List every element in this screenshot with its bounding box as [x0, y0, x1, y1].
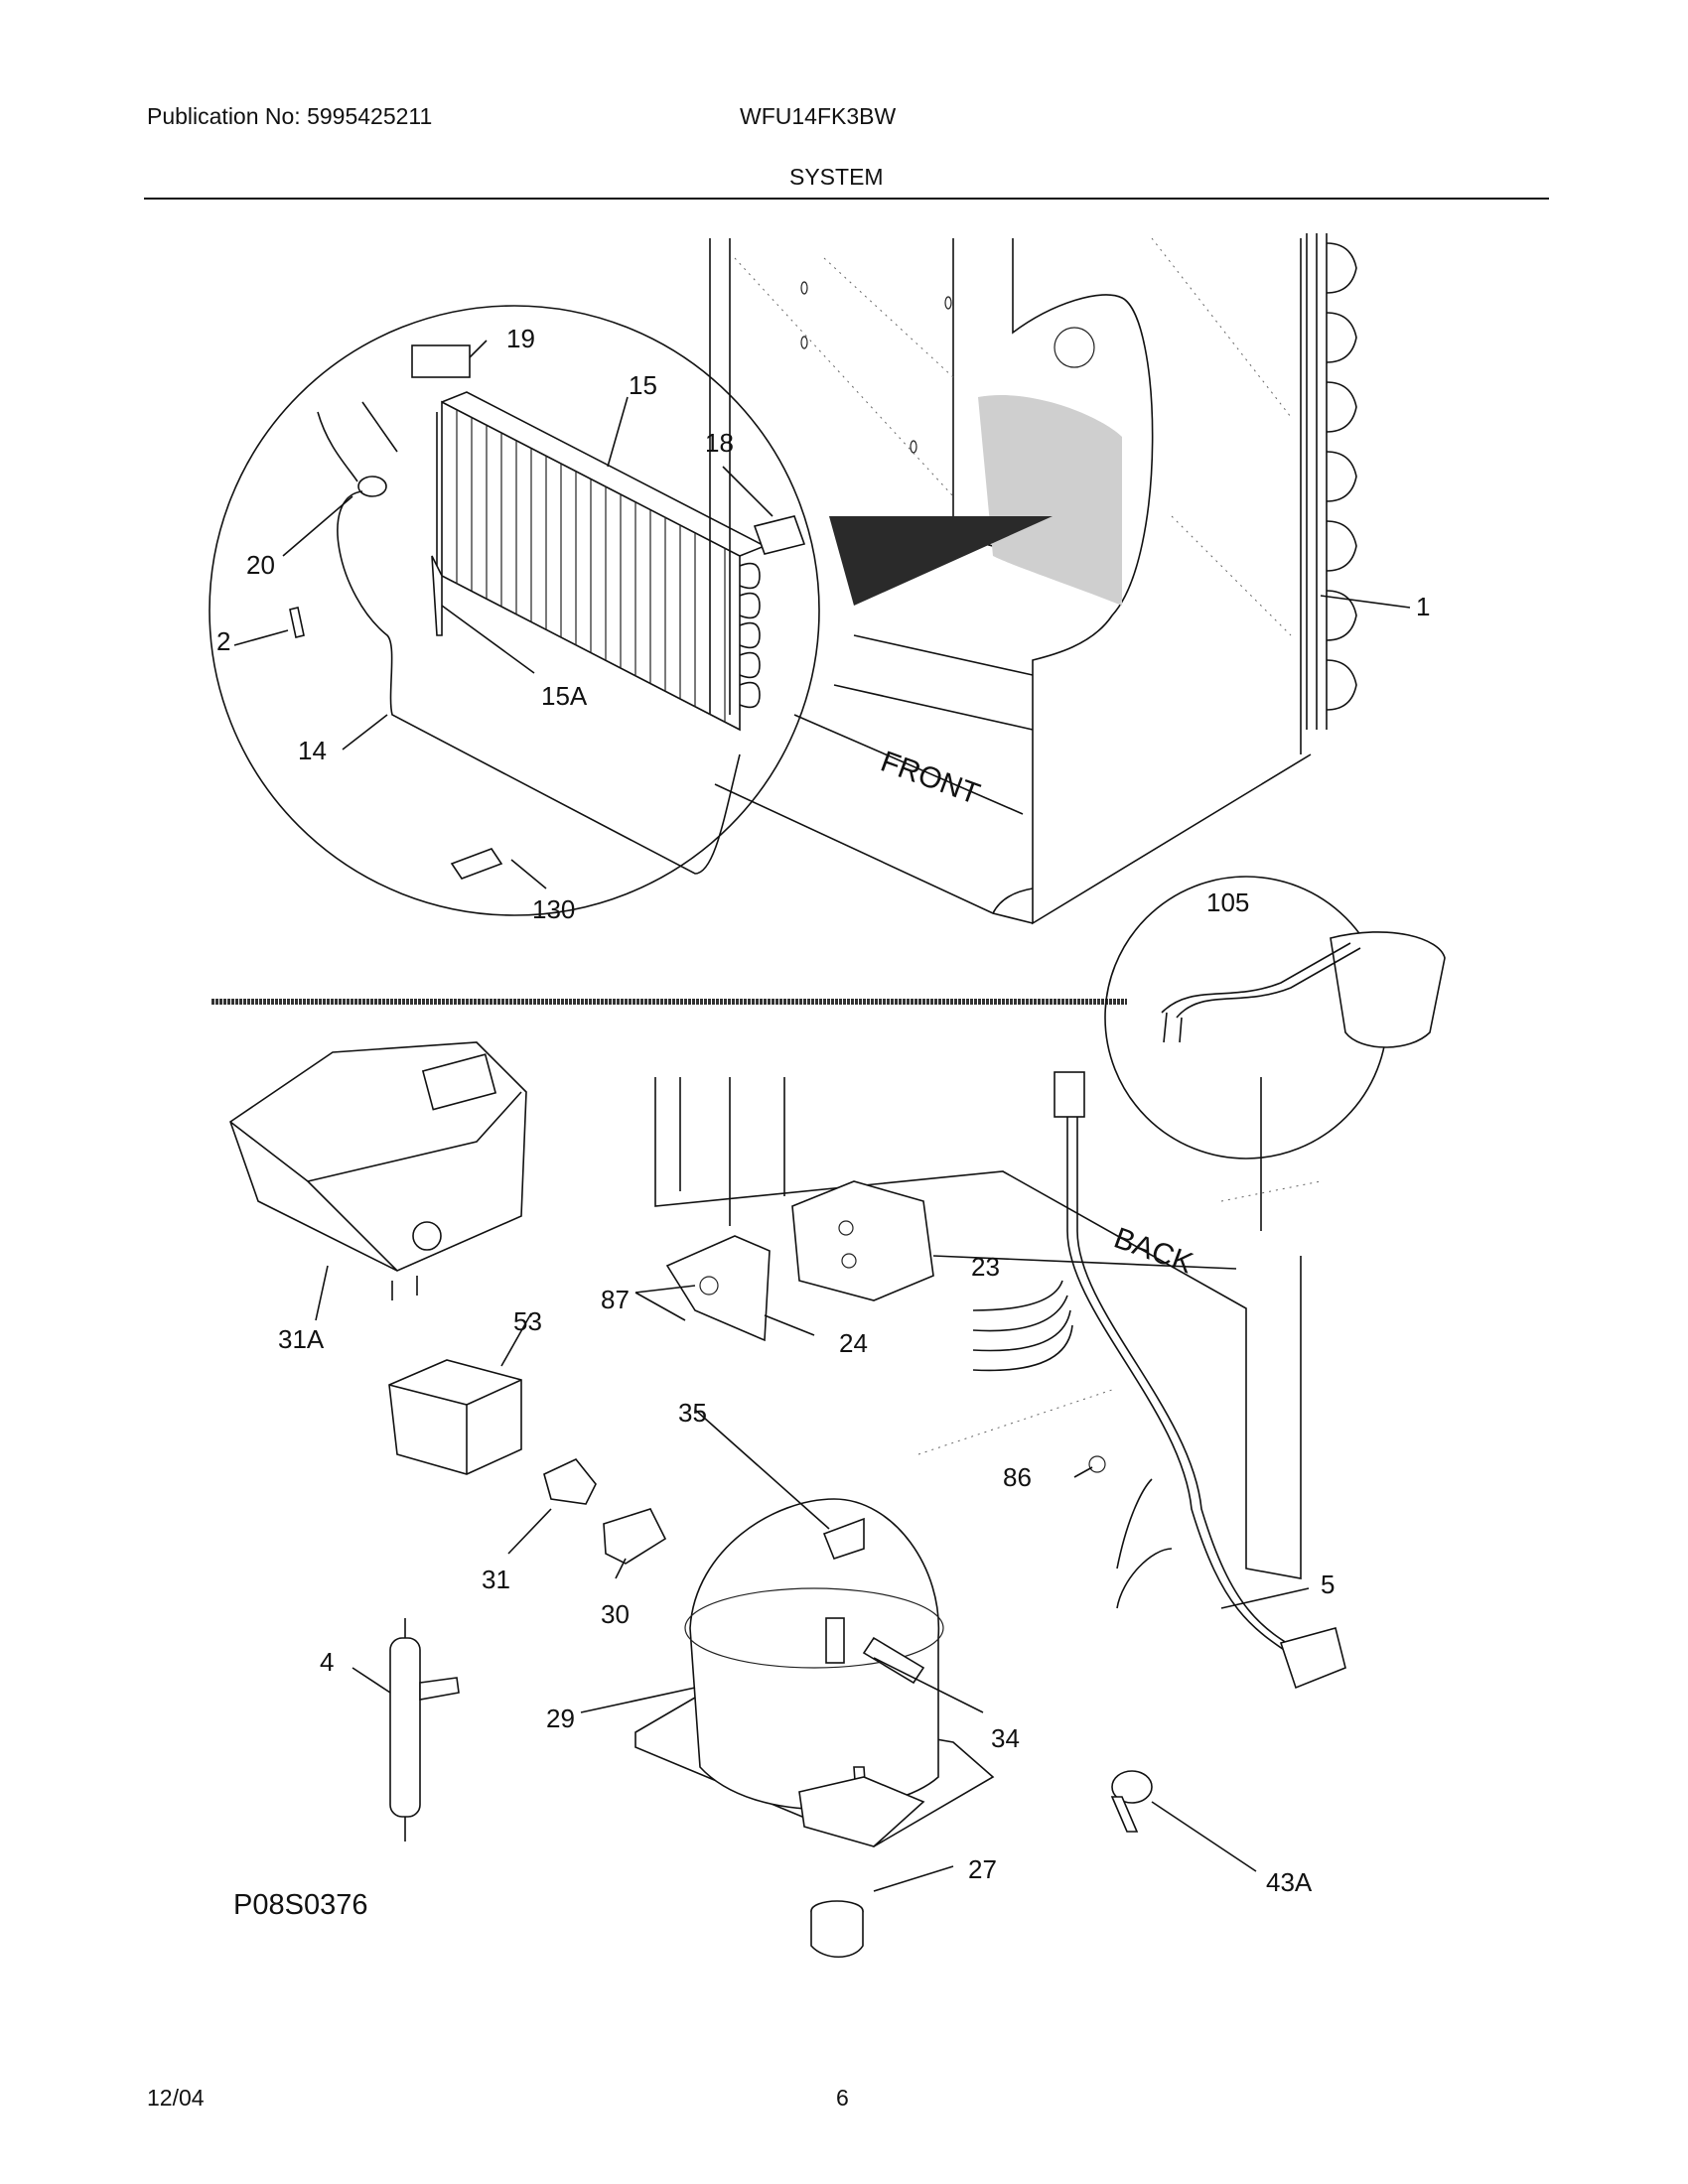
callout-5: 5	[1321, 1570, 1335, 1599]
callout-30: 30	[601, 1599, 630, 1629]
heater-15a	[431, 555, 443, 636]
callout-24: 24	[839, 1328, 868, 1358]
callout-86: 86	[1003, 1462, 1032, 1492]
evaporator-cutaway	[829, 516, 1053, 606]
footer-date: 12/04	[147, 2085, 205, 2111]
back-label: BACK	[1110, 1222, 1197, 1281]
callout-130: 130	[532, 894, 575, 924]
footer-page-number: 6	[836, 2085, 849, 2111]
callout-31: 31	[482, 1565, 510, 1594]
clamp-43a	[1110, 1770, 1153, 1833]
relay-30	[603, 1508, 667, 1565]
publication-number: Publication No: 5995425211	[147, 103, 433, 129]
callout-87: 87	[601, 1285, 630, 1314]
condenser-coil	[1306, 233, 1357, 730]
defrost-harness-14	[337, 490, 741, 875]
front-label: FRONT	[877, 746, 984, 811]
callout-31a: 31A	[278, 1324, 325, 1354]
callout-1: 1	[1416, 592, 1430, 621]
callout-29: 29	[546, 1704, 575, 1733]
screw-87	[699, 1276, 719, 1296]
compressor-29	[634, 1498, 995, 1847]
relay-31	[543, 1458, 597, 1505]
defrost-wires	[317, 401, 398, 482]
defrost-thermostat	[357, 476, 387, 497]
leader-lines	[233, 340, 1411, 1892]
callout-27: 27	[968, 1854, 997, 1884]
callout-14: 14	[298, 736, 327, 765]
drain-pan-inset	[1104, 876, 1446, 1160]
evaporator-block-19	[411, 344, 471, 378]
callout-43a: 43A	[1266, 1867, 1313, 1897]
callout-2: 2	[216, 626, 230, 656]
power-plug	[1279, 1627, 1346, 1690]
fastener-130	[450, 848, 503, 880]
insulation-stipple	[978, 395, 1122, 606]
section-title: SYSTEM	[789, 164, 884, 190]
defrost-timer-23	[791, 1180, 934, 1301]
callout-19: 19	[506, 324, 535, 353]
drain-pan-105	[1330, 931, 1446, 1048]
screw-86	[1088, 1455, 1106, 1473]
callout-53: 53	[513, 1306, 542, 1336]
harness-connector	[1054, 1071, 1085, 1118]
grommet-27	[810, 1900, 864, 1958]
callout-15a: 15A	[541, 681, 588, 711]
timer-bracket-24	[665, 1235, 771, 1342]
drier-4	[389, 1618, 460, 1842]
callout-34: 34	[991, 1723, 1020, 1753]
icemaker-31a	[229, 1041, 527, 1300]
clip-2	[289, 607, 305, 638]
model-number: WFU14FK3BW	[740, 103, 897, 129]
diagram-code: P08S0376	[233, 1889, 367, 1921]
callout-105: 105	[1206, 887, 1249, 917]
callout-20: 20	[246, 550, 275, 580]
callout-15: 15	[629, 370, 657, 400]
freezer-cabinet-drawing: FRONT	[709, 233, 1357, 925]
callout-23: 23	[971, 1252, 1000, 1282]
evaporator-inset	[209, 305, 820, 916]
overload-53	[388, 1359, 522, 1475]
evaporator-block-18	[753, 515, 806, 555]
header-rule	[144, 198, 1549, 200]
callout-35: 35	[678, 1398, 707, 1428]
callout-18: 18	[705, 428, 734, 458]
callout-4: 4	[320, 1647, 334, 1677]
